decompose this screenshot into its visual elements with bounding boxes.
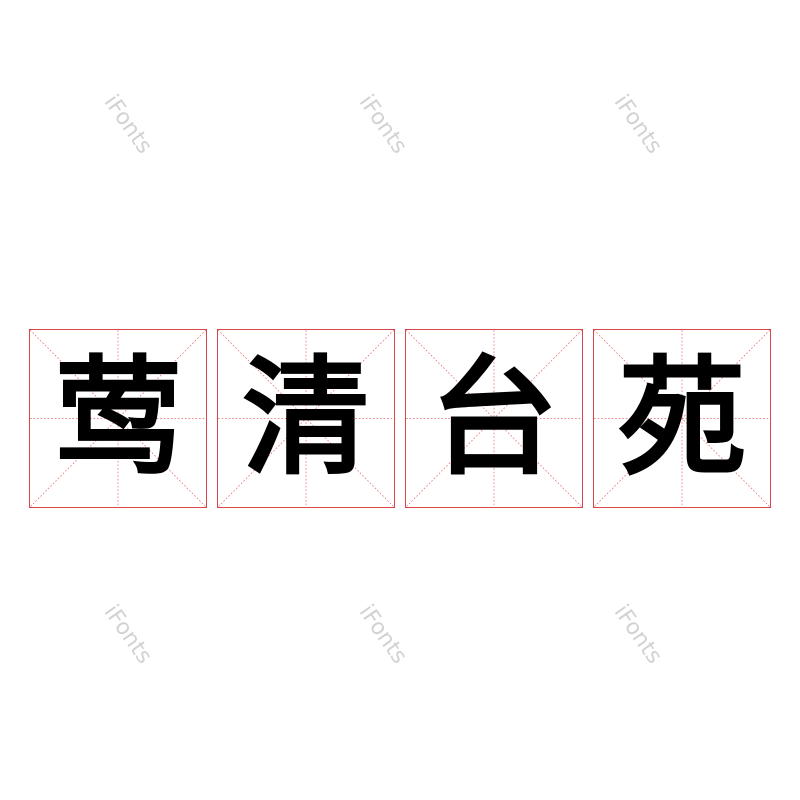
watermark: iFonts [608,600,667,669]
watermark: iFonts [353,90,412,159]
mi-grid [594,330,770,507]
character-glyph: 清 [241,343,370,493]
watermark: iFonts [608,90,667,159]
mi-grid [218,330,394,507]
character-grid-cell: 苑 [593,329,771,508]
watermark: iFonts [353,600,412,669]
character-glyph: 莺 [53,343,182,493]
character-glyph: 台 [429,343,558,493]
mi-grid [30,330,206,507]
character-glyph: 苑 [617,343,746,493]
mi-grid [406,330,582,507]
watermark: iFonts [98,90,157,159]
watermark: iFonts [98,600,157,669]
character-grid-cell: 莺 [29,329,207,508]
character-grid-cell: 清 [217,329,395,508]
character-grid-cell: 台 [405,329,583,508]
